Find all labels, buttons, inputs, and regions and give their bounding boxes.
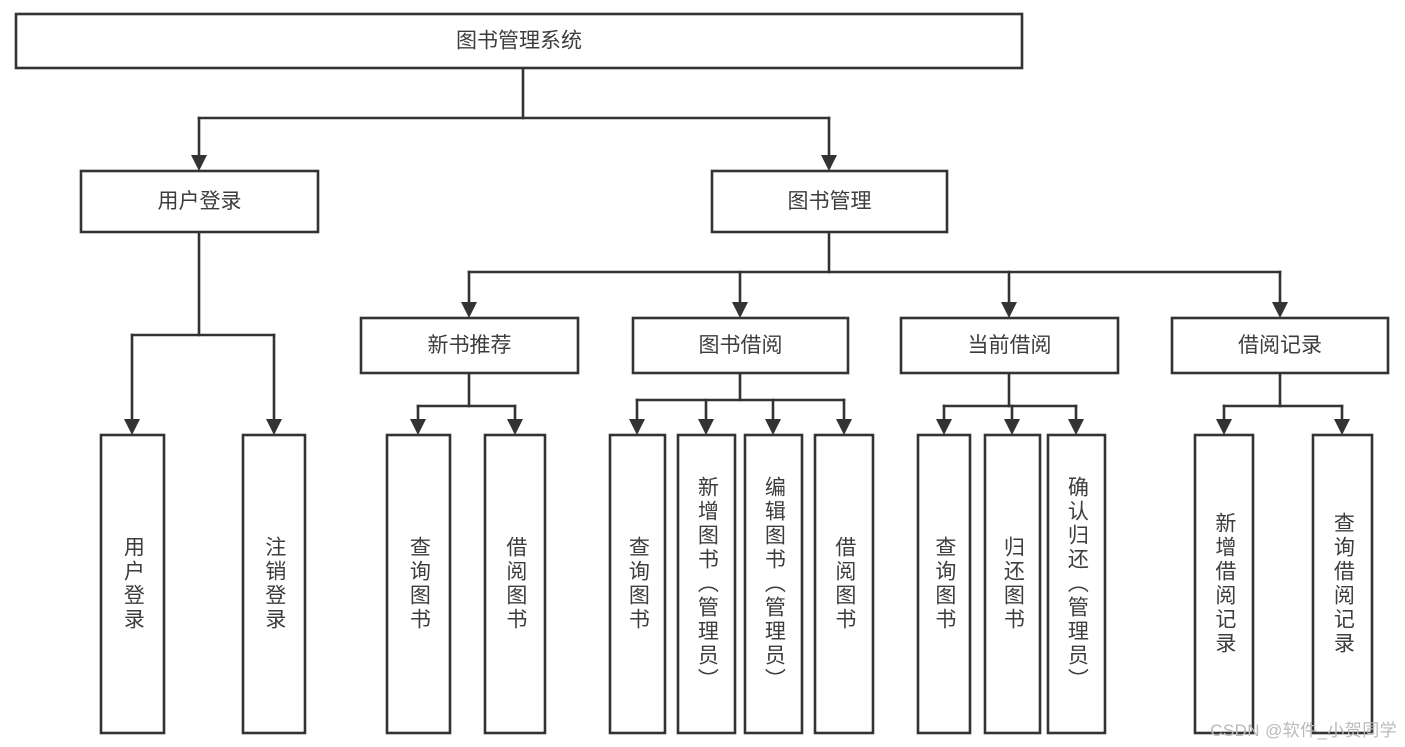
- arrow-head-icon: [461, 302, 477, 318]
- arrow-head-icon: [821, 155, 837, 171]
- node-leaf-return-book[interactable]: 归还图书: [983, 433, 1042, 735]
- node-label-leaf-borrow-book-1: 借阅图书: [503, 536, 527, 632]
- node-box-leaf-query-book-2[interactable]: [608, 433, 667, 735]
- node-label-leaf-confirm-return-admin: 确认归还（管理员）: [1065, 476, 1089, 692]
- node-label-leaf-query-book-3: 查询图书: [932, 536, 956, 632]
- node-box-user-login[interactable]: [79, 169, 320, 234]
- node-box-current-borrow[interactable]: [899, 316, 1120, 375]
- node-label-wrap-leaf-borrow-book-2: 借阅图书: [832, 536, 856, 632]
- node-label-current-borrow: 当前借阅: [968, 334, 1052, 357]
- node-label-wrap-leaf-return-book: 归还图书: [1001, 536, 1025, 632]
- node-leaf-confirm-return-admin[interactable]: 确认归还（管理员）: [1046, 433, 1107, 735]
- node-current-borrow[interactable]: 当前借阅: [899, 316, 1120, 375]
- arrow-head-icon: [191, 155, 207, 171]
- node-box-leaf-user-login[interactable]: [99, 433, 166, 735]
- node-label-leaf-user-login: 用户登录: [121, 536, 145, 632]
- node-label-wrap-leaf-user-login: 用户登录: [121, 536, 145, 632]
- node-box-leaf-query-book-3[interactable]: [916, 433, 972, 735]
- node-new-book-recommend[interactable]: 新书推荐: [359, 316, 580, 375]
- node-label-borrow-record: 借阅记录: [1238, 334, 1322, 357]
- node-box-leaf-return-book[interactable]: [983, 433, 1042, 735]
- node-box-leaf-add-borrow-record[interactable]: [1193, 433, 1255, 735]
- node-label-leaf-logout: 注销登录: [262, 536, 286, 632]
- node-box-leaf-borrow-book-1[interactable]: [483, 433, 547, 735]
- nodes-layer: 图书管理系统用户登录图书管理新书推荐图书借阅当前借阅借阅记录用户登录注销登录查询…: [14, 12, 1390, 735]
- node-box-new-book-recommend[interactable]: [359, 316, 580, 375]
- arrow-head-icon: [1068, 419, 1084, 435]
- node-leaf-add-book-admin[interactable]: 新增图书（管理员）: [676, 433, 737, 735]
- node-label-wrap-leaf-borrow-book-1: 借阅图书: [503, 536, 527, 632]
- node-box-root[interactable]: [14, 12, 1024, 70]
- node-box-leaf-confirm-return-admin[interactable]: [1046, 433, 1107, 735]
- node-label-root: 图书管理系统: [456, 30, 582, 53]
- arrow-head-icon: [507, 419, 523, 435]
- node-box-leaf-edit-book-admin[interactable]: [743, 433, 804, 735]
- node-label-wrap-leaf-add-borrow-record: 新增借阅记录: [1212, 512, 1236, 656]
- node-leaf-query-book-3[interactable]: 查询图书: [916, 433, 972, 735]
- node-box-borrow-record[interactable]: [1170, 316, 1390, 375]
- node-label-leaf-query-book-2: 查询图书: [626, 536, 650, 632]
- node-label-leaf-edit-book-admin: 编辑图书（管理员）: [762, 476, 786, 692]
- edges-layer: [124, 66, 1350, 435]
- node-label-leaf-add-book-admin: 新增图书（管理员）: [695, 476, 719, 692]
- node-leaf-user-login[interactable]: 用户登录: [99, 433, 166, 735]
- arrow-head-icon: [266, 419, 282, 435]
- arrow-head-icon: [410, 419, 426, 435]
- node-label-wrap-leaf-edit-book-admin: 编辑图书（管理员）: [762, 476, 786, 692]
- node-borrow-record[interactable]: 借阅记录: [1170, 316, 1390, 375]
- arrow-head-icon: [1004, 419, 1020, 435]
- node-leaf-query-borrow-record[interactable]: 查询借阅记录: [1311, 433, 1374, 735]
- node-user-login[interactable]: 用户登录: [79, 169, 320, 234]
- node-label-user-login: 用户登录: [158, 190, 242, 213]
- arrow-head-icon: [1272, 302, 1288, 318]
- node-leaf-edit-book-admin[interactable]: 编辑图书（管理员）: [743, 433, 804, 735]
- node-leaf-logout[interactable]: 注销登录: [241, 433, 307, 735]
- node-root[interactable]: 图书管理系统: [14, 12, 1024, 70]
- node-box-leaf-add-book-admin[interactable]: [676, 433, 737, 735]
- node-box-book-manage[interactable]: [710, 169, 949, 234]
- node-box-leaf-query-borrow-record[interactable]: [1311, 433, 1374, 735]
- arrow-head-icon: [629, 419, 645, 435]
- node-leaf-borrow-book-1[interactable]: 借阅图书: [483, 433, 547, 735]
- arrow-head-icon: [1334, 419, 1350, 435]
- node-label-wrap-leaf-logout: 注销登录: [262, 536, 286, 632]
- node-box-book-borrow[interactable]: [631, 316, 850, 375]
- node-label-wrap-leaf-query-book-1: 查询图书: [407, 536, 431, 632]
- arrow-head-icon: [732, 302, 748, 318]
- arrow-head-icon: [124, 419, 140, 435]
- node-label-book-borrow: 图书借阅: [699, 334, 783, 357]
- arrow-head-icon: [1216, 419, 1232, 435]
- node-leaf-query-book-2[interactable]: 查询图书: [608, 433, 667, 735]
- node-label-leaf-add-borrow-record: 新增借阅记录: [1212, 512, 1236, 656]
- node-leaf-borrow-book-2[interactable]: 借阅图书: [813, 433, 875, 735]
- arrow-head-icon: [1001, 302, 1017, 318]
- node-box-leaf-borrow-book-2[interactable]: [813, 433, 875, 735]
- arrow-head-icon: [765, 419, 781, 435]
- node-leaf-add-borrow-record[interactable]: 新增借阅记录: [1193, 433, 1255, 735]
- node-label-leaf-query-book-1: 查询图书: [407, 536, 431, 632]
- node-label-new-book-recommend: 新书推荐: [428, 334, 512, 357]
- arrow-head-icon: [836, 419, 852, 435]
- node-label-wrap-leaf-query-book-2: 查询图书: [626, 536, 650, 632]
- node-box-leaf-logout[interactable]: [241, 433, 307, 735]
- arrow-head-icon: [698, 419, 714, 435]
- node-label-book-manage: 图书管理: [788, 190, 872, 213]
- node-label-wrap-leaf-add-book-admin: 新增图书（管理员）: [695, 476, 719, 692]
- node-book-borrow[interactable]: 图书借阅: [631, 316, 850, 375]
- node-leaf-query-book-1[interactable]: 查询图书: [385, 433, 452, 735]
- node-book-manage[interactable]: 图书管理: [710, 169, 949, 234]
- node-box-leaf-query-book-1[interactable]: [385, 433, 452, 735]
- node-label-wrap-leaf-confirm-return-admin: 确认归还（管理员）: [1065, 476, 1089, 692]
- node-label-leaf-borrow-book-2: 借阅图书: [832, 536, 856, 632]
- arrow-head-icon: [936, 419, 952, 435]
- node-label-wrap-leaf-query-borrow-record: 查询借阅记录: [1331, 512, 1355, 656]
- node-label-wrap-leaf-query-book-3: 查询图书: [932, 536, 956, 632]
- node-label-leaf-return-book: 归还图书: [1001, 536, 1025, 632]
- node-label-leaf-query-borrow-record: 查询借阅记录: [1331, 512, 1355, 656]
